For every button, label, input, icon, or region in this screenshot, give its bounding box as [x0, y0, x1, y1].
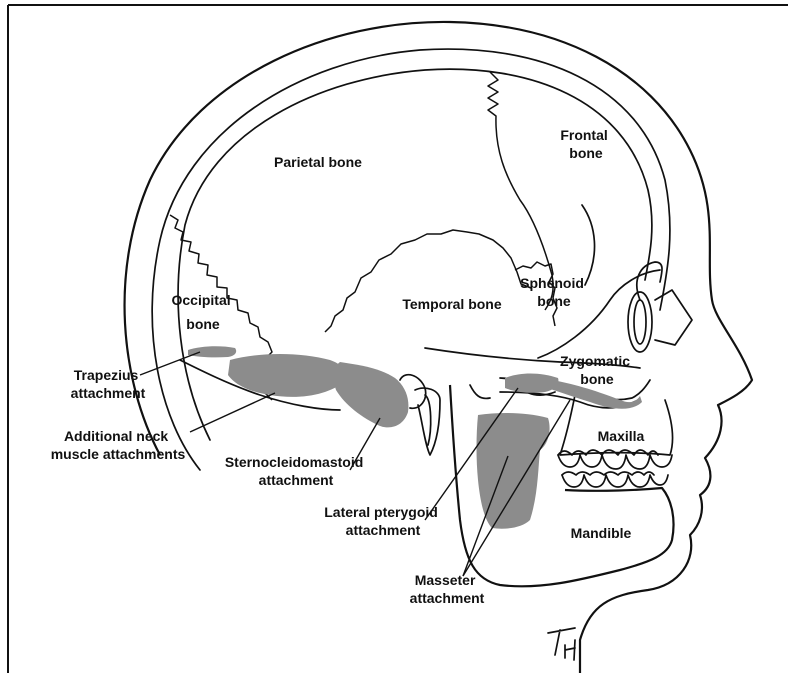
label-mandible: Mandible: [571, 525, 632, 541]
label-sternocleidomastoid: Sternocleidomastoid attachment: [225, 454, 367, 488]
artist-signature: [548, 628, 575, 660]
label-zygomatic-bone: Zygomatic bone: [560, 353, 634, 387]
attachments: [188, 346, 642, 528]
label-maxilla: Maxilla: [598, 428, 645, 444]
cranium-outline: [152, 49, 670, 470]
label-frontal-bone: Frontal bone: [560, 127, 611, 161]
label-neck-muscle-attachments: Additional neck muscle attachments: [51, 428, 186, 462]
frontal-curve: [582, 205, 595, 285]
label-lateral-pterygoid: Lateral pterygoid attachment: [324, 504, 441, 538]
lower-teeth: [562, 472, 668, 487]
frame: [8, 5, 788, 673]
squamosal-suture: [325, 230, 531, 332]
label-occipital-bone: Occipital bone: [171, 292, 234, 332]
upper-teeth: [558, 450, 672, 469]
trapezius-attachment-area: [188, 346, 236, 357]
leader-neck: [190, 393, 275, 432]
scm-attachment-area: [333, 362, 408, 427]
label-parietal-bone: Parietal bone: [274, 154, 362, 170]
label-temporal-bone: Temporal bone: [402, 296, 502, 312]
label-masseter-attachment: Masseter attachment: [410, 572, 485, 606]
leader-trapezius: [140, 352, 200, 375]
